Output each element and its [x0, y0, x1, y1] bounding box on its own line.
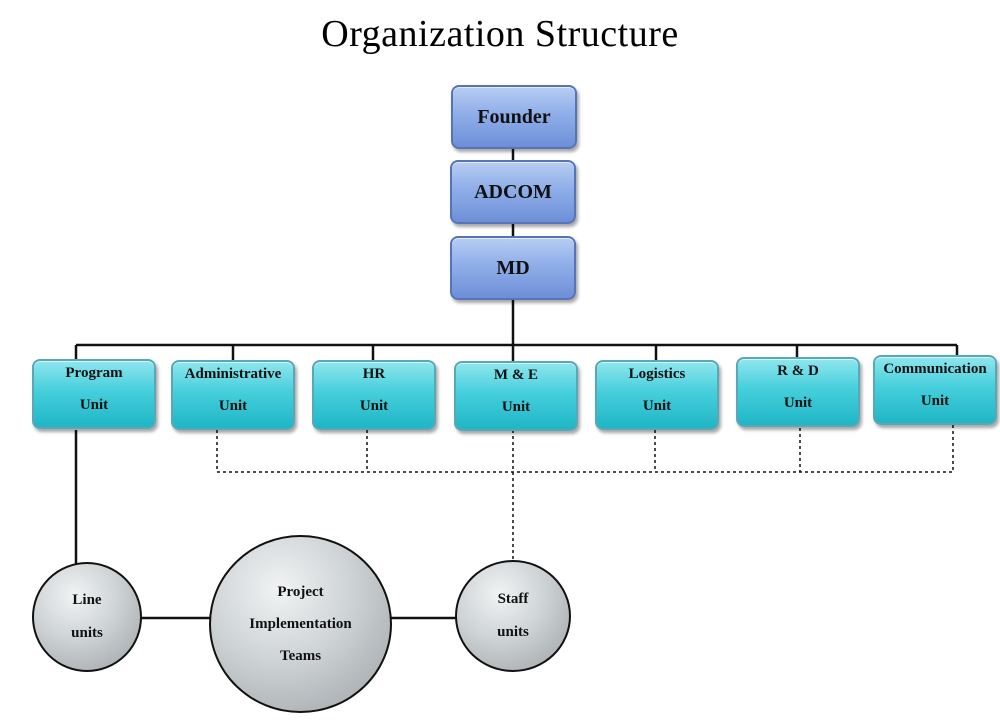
unit-box-me: M & E Unit: [454, 361, 578, 431]
unit-box-rd: R & D Unit: [736, 357, 860, 427]
unit-label-line1: Communication: [883, 361, 987, 377]
line-units-label-line2: units: [71, 625, 103, 641]
project-teams-label-line2: Implementation: [249, 615, 352, 632]
unit-box-administrative: Administrative Unit: [171, 360, 295, 430]
staff-units-circle: Staff units: [455, 560, 571, 672]
project-teams-label-line1: Project: [277, 583, 324, 600]
page-title: Organization Structure: [321, 13, 679, 55]
unit-box-communication: Communication Unit: [873, 355, 997, 425]
md-label: MD: [496, 256, 530, 279]
unit-label-line1: R & D: [777, 363, 819, 379]
md-box: MD: [450, 236, 576, 300]
line-units-circle: Line units: [32, 562, 142, 672]
unit-label-line1: M & E: [493, 367, 539, 383]
unit-label-line2: Unit: [783, 395, 813, 411]
unit-label-line2: Unit: [218, 398, 248, 414]
staff-units-label-line1: Staff: [497, 591, 529, 607]
unit-box-hr: HR Unit: [312, 360, 436, 430]
unit-label-line1: Administrative: [184, 366, 282, 382]
unit-box-logistics: Logistics Unit: [595, 360, 719, 430]
unit-label-line2: Unit: [79, 397, 109, 413]
adcom-label: ADCOM: [474, 180, 552, 203]
project-teams-circle: Project Implementation Teams: [209, 535, 392, 713]
line-units-label-line1: Line: [72, 592, 102, 608]
adcom-box: ADCOM: [450, 160, 576, 224]
founder-label: Founder: [477, 105, 551, 128]
staff-units-label-line2: units: [497, 624, 529, 640]
unit-label-line2: Unit: [501, 399, 531, 415]
unit-label-line2: Unit: [920, 393, 950, 409]
unit-label-line1: Logistics: [628, 366, 686, 382]
unit-label-line2: Unit: [359, 398, 389, 414]
unit-label-line1: Program: [65, 365, 123, 381]
unit-label-line2: Unit: [642, 398, 672, 414]
unit-label-line1: HR: [362, 366, 386, 382]
project-teams-label-line3: Teams: [279, 647, 322, 664]
founder-box: Founder: [451, 85, 577, 149]
unit-box-program: Program Unit: [32, 359, 156, 429]
